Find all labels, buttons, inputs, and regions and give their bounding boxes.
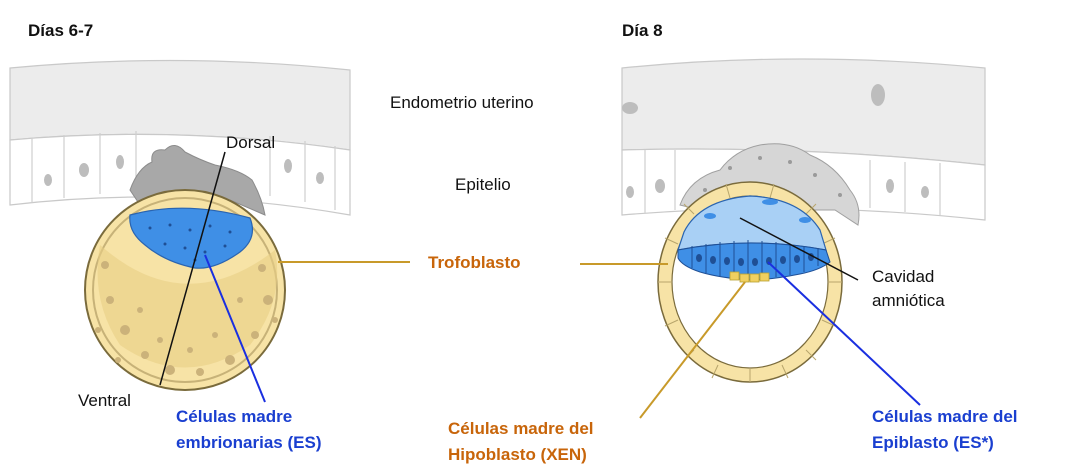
dorsal-label: Dorsal	[226, 133, 275, 152]
amniotic-label-line2: amniótica	[872, 291, 945, 310]
epi-label-line1: Células madre del	[872, 407, 1018, 426]
ventral-label: Ventral	[78, 391, 131, 410]
right-ring-cells	[658, 183, 842, 382]
es-pointer-line	[204, 254, 266, 403]
right-panel	[580, 58, 986, 419]
xen-pointer-line	[639, 281, 746, 419]
left-epithelial-nuclei	[44, 155, 324, 186]
xen-label-line2: Hipoblasto (XEN)	[448, 445, 587, 464]
dorsal-ventral-axis	[159, 151, 226, 386]
left-trophoblast-dots	[95, 261, 278, 376]
left-epithelial-cells	[31, 131, 336, 210]
right-epithelial-cells	[644, 150, 941, 215]
right-panel-title: Día 8	[622, 21, 663, 40]
epiblast-pointer-line	[767, 261, 921, 406]
epithelium-label: Epitelio	[455, 175, 511, 194]
right-epithelial-nuclei	[626, 179, 929, 198]
es-label-line1: Células madre	[176, 407, 292, 426]
left-panel-title: Días 6-7	[28, 21, 93, 40]
trophoblast-label: Trofoblasto	[428, 253, 521, 272]
es-label-line2: embrionarias (ES)	[176, 433, 322, 452]
left-panel	[9, 59, 410, 403]
amniotic-pointer-line	[739, 217, 859, 281]
left-icm-dots	[148, 223, 232, 262]
left-inner-cell-mass	[129, 207, 253, 269]
epi-label-line2: Epiblasto (ES*)	[872, 433, 994, 452]
xen-label-line1: Células madre del	[448, 419, 594, 438]
amniotic-label-line1: Cavidad	[872, 267, 934, 286]
endometrium-label: Endometrio uterino	[390, 93, 534, 112]
